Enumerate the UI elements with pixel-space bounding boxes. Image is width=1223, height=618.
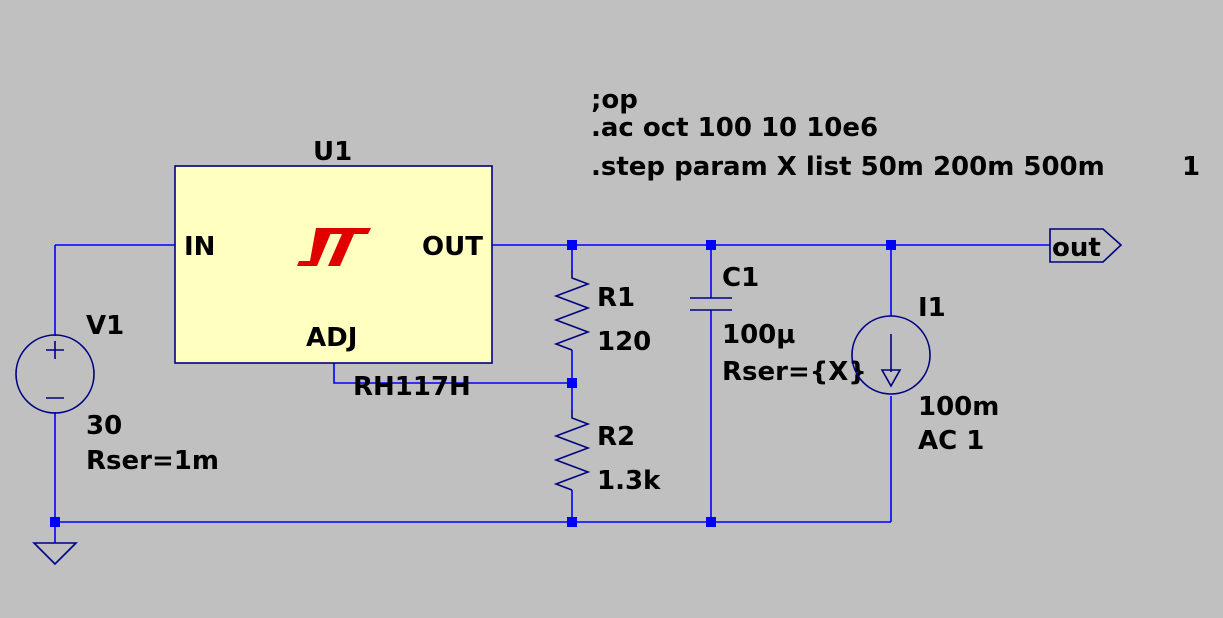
junction-r2-gnd	[567, 517, 577, 527]
r1-ref: R1	[597, 283, 635, 313]
i1-ref: I1	[918, 293, 946, 323]
junction-adj	[567, 378, 577, 388]
c1-rser: Rser={X}	[722, 357, 867, 387]
c1-value: 100µ	[722, 320, 795, 350]
directive-op[interactable]: ;op	[591, 85, 638, 115]
directive-step[interactable]: .step param X list 50m 200m 500m	[591, 152, 1105, 182]
net-label-out[interactable]: out	[1049, 228, 1123, 263]
linear-technology-logo-icon	[297, 228, 371, 266]
junction-c1-out	[706, 240, 716, 250]
r2-ref: R2	[597, 422, 635, 452]
directive-aside: 1	[1182, 152, 1200, 182]
u1-regulator[interactable]: U1 IN OUT ADJ RH117H	[174, 137, 493, 402]
wires	[54, 244, 1050, 523]
junction-c1-gnd	[706, 517, 716, 527]
c1-capacitor[interactable]: C1 100µ Rser={X}	[690, 263, 867, 387]
i1-value: 100m	[918, 392, 999, 422]
junction-r1-out	[567, 240, 577, 250]
i1-current-source[interactable]: I1 100m AC 1	[851, 293, 999, 456]
r1-resistor[interactable]: R1 120	[553, 270, 651, 357]
r2-zigzag-icon	[553, 410, 591, 491]
v1-ref: V1	[86, 311, 124, 341]
ground-symbol[interactable]	[32, 522, 78, 566]
net-label-text: out	[1052, 233, 1101, 263]
u1-part: RH117H	[353, 372, 471, 402]
v1-voltage-source[interactable]: V1 30 Rser=1m	[15, 311, 219, 476]
r1-zigzag-icon	[553, 270, 591, 351]
directive-ac[interactable]: .ac oct 100 10 10e6	[591, 113, 878, 143]
c1-ref: C1	[722, 263, 759, 293]
v1-body	[15, 334, 95, 414]
plus-icon	[46, 341, 64, 359]
u1-pin-in: IN	[184, 232, 215, 262]
u1-pin-adj: ADJ	[306, 323, 357, 353]
i1-body	[851, 315, 931, 395]
spice-directives[interactable]: ;op .ac oct 100 10 10e6 .step param X li…	[591, 85, 1200, 182]
i1-ac: AC 1	[918, 426, 984, 456]
wire-adj[interactable]	[333, 363, 572, 384]
arrow-down-icon	[880, 334, 902, 388]
r2-resistor[interactable]: R2 1.3k	[553, 410, 661, 496]
u1-pin-out: OUT	[422, 232, 483, 262]
r2-value: 1.3k	[597, 466, 661, 496]
ground-icon	[32, 542, 78, 566]
u1-ref: U1	[313, 137, 352, 167]
r1-value: 120	[597, 327, 651, 357]
junction-i1-out	[886, 240, 896, 250]
net-flag-icon	[1049, 228, 1123, 263]
v1-value: 30	[86, 411, 122, 441]
v1-rser: Rser=1m	[86, 446, 219, 476]
